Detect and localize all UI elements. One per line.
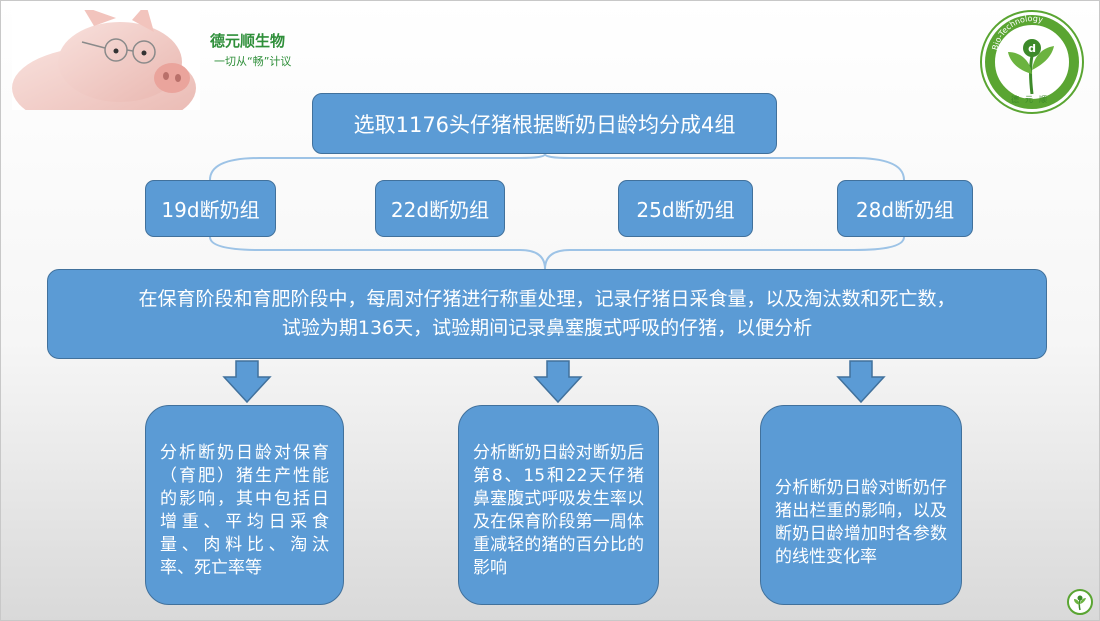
svg-text:d: d — [1028, 42, 1036, 55]
result-box-slaughter-weight: 分析断奶日龄对断奶仔猪出栏重的影响，以及断奶日龄增加时各参数的线性变化率 — [760, 405, 962, 605]
brand-slogan: 一切从“畅”计议 — [214, 55, 292, 68]
group-box-25d: 25d断奶组 — [618, 180, 753, 237]
process-text-line-2: 试验为期136天，试验期间记录鼻塞腹式呼吸的仔猪，以便分析 — [281, 317, 813, 339]
result-text: 分析断奶日龄对断奶仔猪出栏重的影响，以及断奶日龄增加时各参数的线性变化率 — [775, 478, 947, 567]
logo-name-text: 德元顺 — [1011, 94, 1053, 104]
footer-logo-icon — [1067, 589, 1093, 615]
group-box-19d: 19d断奶组 — [145, 180, 276, 237]
result-text: 分析断奶日龄对保育（育肥）猪生产性能的影响，其中包括日增重、平均日采食量、肉料比… — [160, 443, 329, 578]
process-text-line-1: 在保育阶段和育肥阶段中，每周对仔猪进行称重处理，记录仔猪日采食量，以及淘汰数和死… — [138, 288, 956, 310]
title-box: 选取1176头仔猪根据断奶日龄均分成4组 — [312, 93, 777, 154]
group-box-22d: 22d断奶组 — [375, 180, 505, 237]
group-label: 22d断奶组 — [390, 198, 490, 222]
company-logo: Bio-Technology d 德元顺 — [978, 8, 1086, 116]
group-label: 25d断奶组 — [636, 198, 735, 222]
result-text: 分析断奶日龄对断奶后第8、15和22天仔猪鼻塞腹式呼吸发生率以及在保育阶段第一周… — [473, 443, 644, 578]
result-box-performance: 分析断奶日龄对保育（育肥）猪生产性能的影响，其中包括日增重、平均日采食量、肉料比… — [145, 405, 344, 605]
title-text: 选取1176头仔猪根据断奶日龄均分成4组 — [353, 112, 736, 137]
group-box-28d: 28d断奶组 — [837, 180, 973, 237]
result-box-respiration: 分析断奶日龄对断奶后第8、15和22天仔猪鼻塞腹式呼吸发生率以及在保育阶段第一周… — [458, 405, 659, 605]
group-label: 28d断奶组 — [855, 198, 955, 222]
pig-photo — [12, 10, 200, 110]
process-box: 在保育阶段和育肥阶段中，每周对仔猪进行称重处理，记录仔猪日采食量，以及淘汰数和死… — [47, 269, 1047, 359]
group-label: 19d断奶组 — [161, 198, 260, 222]
brand-name: 德元顺生物 — [210, 32, 286, 50]
